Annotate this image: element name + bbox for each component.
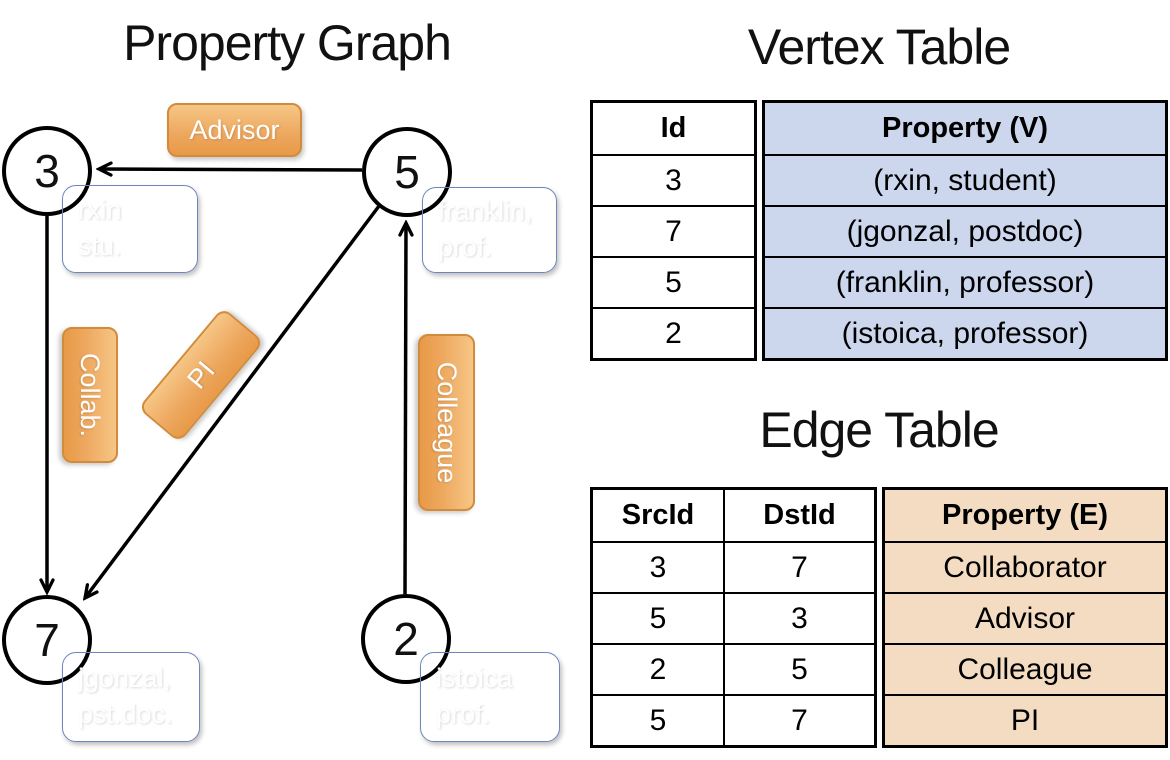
table-cell: 3 [593,154,754,205]
edge-2-to-5 [405,223,406,595]
edge-label-collab: Collab. [62,327,118,463]
graph-node-3: 3 [2,126,92,216]
node-id-label: 5 [394,146,420,198]
vertex-table-header-property: Property (V) [765,103,1165,154]
edge-table-src-dst-columns: SrcId 3 5 2 5 DstId 7 3 5 7 [590,487,877,748]
graph-node-5: 5 [362,127,452,217]
table-cell: 5 [593,592,723,643]
edge-5-to-7 [85,204,381,598]
table-cell: PI [885,694,1165,745]
edge-table-header-dst: DstId [763,499,836,531]
edge-table-title: Edge Table [759,402,999,458]
vertex-property-line: prof. [438,232,493,262]
table-cell: 5 [593,694,723,745]
edge-5-to-3 [99,169,363,170]
graph-edges [0,0,565,760]
graph-title: Property Graph [123,15,452,71]
vertex-property-line: rxin [78,195,122,226]
table-cell: Advisor [885,592,1165,643]
vertex-property-box-5: franklin, prof. [422,187,557,273]
table-cell: 2 [593,643,723,694]
vertex-property-line: pst.doc. [78,699,173,729]
table-cell: 3 [593,541,723,592]
edge-label-advisor: Advisor [167,103,302,157]
table-cell: (istoica, professor) [765,307,1165,358]
vertex-property-line: prof. [436,699,491,729]
node-id-label: 3 [34,145,60,197]
graph-node-2: 2 [361,594,451,684]
table-cell: (jgonzal, postdoc) [765,205,1165,256]
node-id-label: 7 [34,614,60,666]
table-cell: 3 [725,592,874,643]
edge-table-dst-column: DstId 7 3 5 7 [723,490,874,745]
table-cell: 7 [593,205,754,256]
table-cell: 7 [725,541,874,592]
vertex-property-line: stu. [78,231,122,261]
vertex-property-line: jgonzal, [78,663,172,694]
node-id-label: 2 [393,613,419,665]
edge-table-src-column: SrcId 3 5 2 5 [593,490,723,745]
vertex-property-box-2: istoica prof. [420,652,560,742]
edge-table-property-column: Property (E) Collaborator Advisor Collea… [882,487,1168,748]
vertex-property-box-3: rxin stu. [62,185,198,273]
vertex-table-property-column: Property (V) (rxin, student) (jgonzal, p… [762,100,1168,361]
graph-node-7: 7 [2,595,92,685]
vertex-property-box-7: jgonzal, pst.doc. [62,652,200,742]
table-cell: 5 [593,256,754,307]
table-cell: 2 [593,307,754,358]
vertex-property-line: franklin, [438,196,533,227]
edge-table: SrcId 3 5 2 5 DstId 7 3 5 7 Property (E)… [590,487,1168,748]
table-cell: 5 [725,643,874,694]
table-cell: (rxin, student) [765,154,1165,205]
table-cell: Collaborator [885,541,1165,592]
vertex-property-line: istoica [436,663,513,694]
vertex-table-title: Vertex Table [747,19,1011,75]
edge-label-colleague: Colleague [418,334,475,511]
table-cell: 7 [725,694,874,745]
edge-table-header-src: SrcId [621,499,695,531]
vertex-table-header-id: Id [660,112,687,144]
vertex-table: Id 3 7 5 2 Property (V) (rxin, student) … [590,100,1168,361]
vertex-table-id-column: Id 3 7 5 2 [590,100,757,361]
edge-table-header-property: Property (E) [885,490,1165,541]
table-cell: Colleague [885,643,1165,694]
table-cell: (franklin, professor) [765,256,1165,307]
